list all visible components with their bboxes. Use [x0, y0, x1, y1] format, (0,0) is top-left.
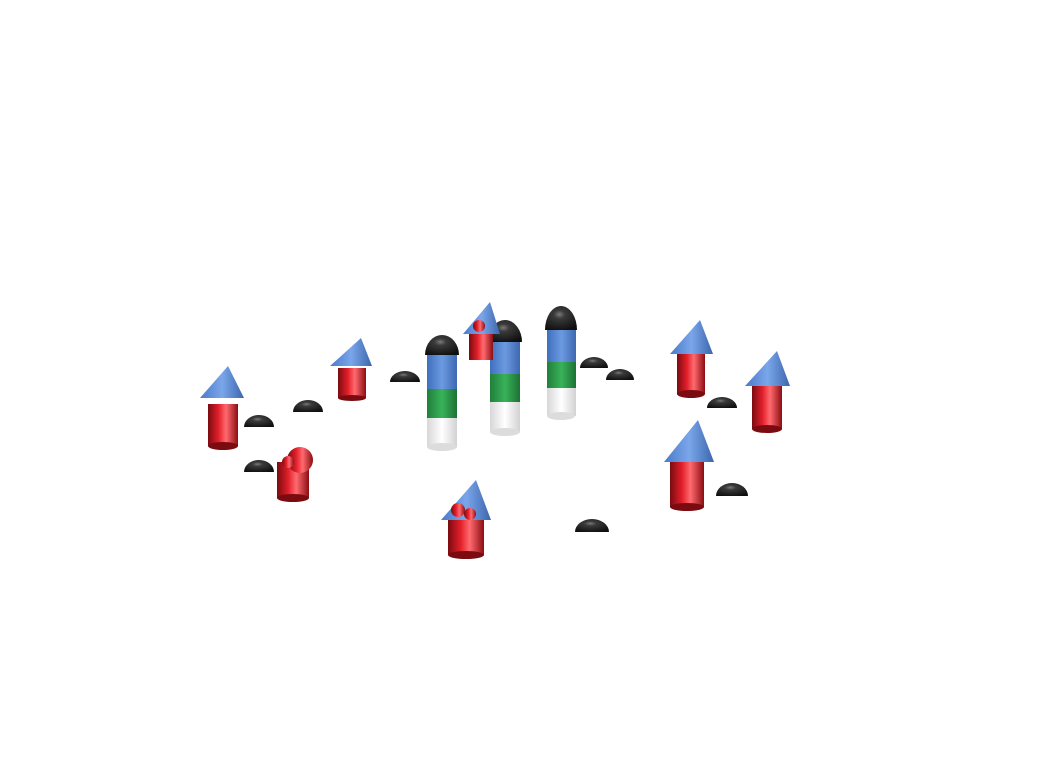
- blue-cone-roof: [200, 366, 244, 398]
- red-house[interactable]: [200, 366, 244, 450]
- black-dome[interactable]: [390, 371, 420, 382]
- red-house[interactable]: [441, 480, 491, 559]
- tower[interactable]: [545, 306, 577, 420]
- red-ornament: [287, 447, 313, 473]
- tower-cap: [545, 306, 577, 330]
- black-dome[interactable]: [293, 400, 323, 412]
- black-dome[interactable]: [707, 397, 737, 408]
- red-house[interactable]: [670, 320, 713, 398]
- black-domes: [244, 357, 748, 532]
- black-dome[interactable]: [244, 460, 274, 472]
- red-house[interactable]: [277, 447, 313, 502]
- tower[interactable]: [488, 320, 522, 436]
- black-dome[interactable]: [575, 519, 609, 532]
- black-dome[interactable]: [244, 415, 274, 427]
- blue-cone-roof: [463, 302, 500, 334]
- red-house[interactable]: [330, 338, 372, 401]
- red-house[interactable]: [463, 302, 500, 360]
- tower[interactable]: [425, 335, 459, 451]
- blue-cone-roof: [664, 420, 714, 462]
- blue-cone-roof: [670, 320, 713, 354]
- tower-cap: [425, 335, 459, 355]
- blue-cone-roof: [330, 338, 372, 366]
- black-dome[interactable]: [606, 369, 634, 380]
- blue-cone-roof: [745, 351, 790, 386]
- red-ornament: [451, 503, 465, 517]
- red-ornament: [282, 456, 294, 468]
- red-house[interactable]: [745, 351, 790, 433]
- red-ornament: [464, 508, 476, 520]
- red-ornament: [473, 320, 485, 332]
- black-dome[interactable]: [580, 357, 608, 368]
- red-house[interactable]: [664, 420, 714, 511]
- black-dome[interactable]: [716, 483, 748, 496]
